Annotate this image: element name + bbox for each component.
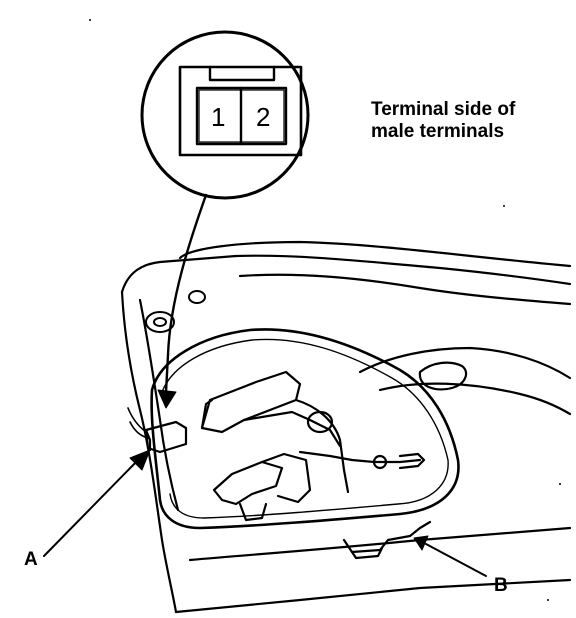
panel-upper-ridge	[178, 240, 572, 268]
actuator-rod-end	[372, 454, 388, 470]
upper-hole	[188, 290, 206, 304]
actuator-lower-link	[260, 452, 312, 504]
actuator-lower-bracket	[212, 460, 284, 506]
callout-caption-line-2: male terminals	[371, 121, 505, 142]
lower-hole-inner	[153, 317, 167, 327]
actuator-arm	[242, 410, 342, 448]
pin-1-label: 1	[211, 102, 225, 132]
door-lock-actuator	[200, 370, 426, 522]
connector-latch	[208, 65, 276, 82]
connector-a-body	[144, 420, 188, 454]
grommet-b	[342, 520, 432, 560]
actuator-pivot	[306, 410, 334, 434]
panel-right-lower	[378, 382, 572, 416]
panel-top-contour	[120, 254, 572, 294]
label-b: B	[494, 575, 508, 596]
lower-hole-outer	[145, 311, 175, 333]
connector-detail-callout: 1 2	[140, 30, 310, 200]
speckles	[89, 19, 561, 601]
connector-a-face	[144, 428, 152, 452]
magnifier-circle	[140, 30, 310, 200]
actuator-rod-tip	[398, 452, 426, 470]
grommet-b-lower	[350, 546, 384, 560]
pin-2-label: 2	[256, 102, 270, 132]
label-a: A	[24, 549, 38, 570]
grommet-b-body	[342, 520, 432, 554]
callout-leader-line	[164, 193, 208, 394]
actuator-rod	[294, 398, 350, 494]
connector-housing	[178, 65, 303, 157]
panel-lower-ridge	[238, 273, 572, 306]
callout-leader-arrowhead	[157, 389, 177, 409]
arrow-a-head	[129, 449, 151, 471]
panel-right-hole	[418, 361, 468, 391]
arrow-b-head	[413, 535, 429, 551]
connector-a	[127, 407, 188, 454]
arrow-b-line	[425, 543, 487, 577]
panel-left-edge	[120, 290, 178, 614]
actuator-upper-block	[200, 370, 302, 434]
actuator-linkage	[298, 450, 422, 464]
connector-a-wire-1	[127, 407, 147, 433]
service-opening-lip	[161, 338, 449, 519]
callout-caption: Terminal side of male terminals	[371, 99, 515, 143]
actuator-bottom-tab	[238, 502, 268, 522]
arrow-a-line	[43, 457, 141, 557]
actuator-block-face	[200, 398, 214, 430]
callout-caption-line-1: Terminal side of	[371, 99, 516, 120]
connector-a-wire-2	[129, 421, 149, 439]
panel-bottom-edge	[174, 578, 572, 614]
door-panel	[120, 240, 572, 614]
panel-right-swoop	[358, 346, 572, 380]
panel-holes	[145, 290, 206, 333]
panel-inner-bottom	[188, 526, 572, 562]
service-opening	[150, 328, 460, 530]
panel-inner-left-edge	[138, 298, 180, 512]
